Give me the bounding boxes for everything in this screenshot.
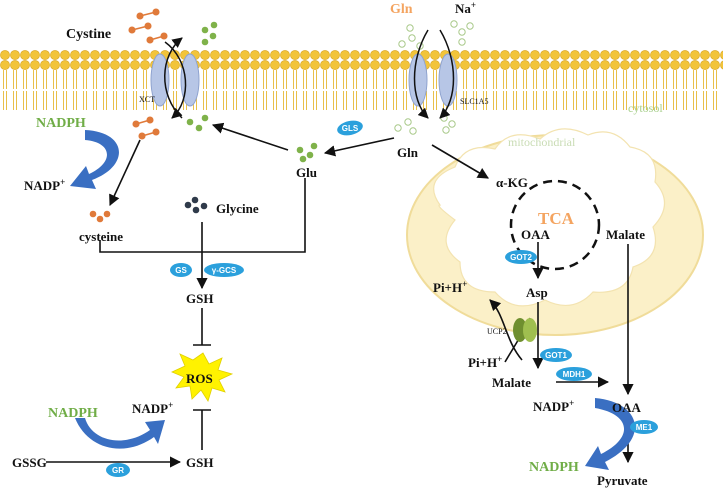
svg-text:GOT2: GOT2 — [510, 253, 532, 262]
label-ros: ROS — [186, 371, 213, 386]
enzyme-gs: GS — [170, 263, 192, 277]
svg-text:γ-GCS: γ-GCS — [212, 266, 237, 275]
svg-text:GLS: GLS — [342, 124, 359, 133]
svg-text:MDH1: MDH1 — [563, 370, 586, 379]
enzyme-got1: GOT1 — [540, 348, 572, 362]
label-nadph-right: NADPH — [529, 460, 579, 475]
cystine-molecules-extracellular — [128, 8, 168, 44]
gln-molecules-extracellular — [398, 24, 424, 50]
label-malate-mito: Malate — [606, 227, 645, 242]
label-na: Na+ — [455, 0, 476, 16]
cell-membrane — [0, 50, 723, 110]
label-glu: Glu — [296, 165, 317, 180]
label-nadph-bottom-left: NADPH — [48, 406, 98, 421]
na-molecules-extracellular — [450, 20, 474, 46]
enzyme-gcs: γ-GCS — [204, 263, 244, 277]
tca-cycle-circle — [509, 179, 601, 271]
label-glycine: Glycine — [216, 201, 259, 216]
enzyme-me1: ME1 — [630, 420, 658, 434]
svg-text:GOT1: GOT1 — [545, 351, 567, 360]
label-asp: Asp — [526, 285, 548, 300]
nadph-regeneration-arrow-bottom — [75, 418, 165, 449]
label-gln-extracellular: Gln — [390, 2, 413, 17]
label-gssg: GSSG — [12, 455, 47, 470]
label-cystine: Cystine — [66, 27, 111, 42]
label-pyruvate: Pyruvate — [597, 473, 648, 488]
enzyme-got2: GOT2 — [505, 250, 537, 264]
label-nadp-right: NADP+ — [533, 398, 574, 414]
glycine-molecules — [184, 196, 208, 214]
label-nadph-top: NADPH — [36, 116, 86, 131]
label-oaa-cytosol: OAA — [612, 400, 642, 415]
enzyme-gls: GLS — [337, 120, 363, 136]
label-mitochondrial: mitochondrial — [508, 135, 576, 149]
enzyme-mdh1: MDH1 — [556, 367, 592, 381]
label-pih-bottom: Pi+H+ — [468, 354, 502, 370]
glu-molecules-intracellular — [186, 114, 209, 132]
label-akg: α-KG — [496, 175, 528, 190]
label-oaa-mito: OAA — [521, 227, 551, 242]
na-molecules-intracellular — [440, 114, 456, 134]
transport-arrows — [164, 29, 455, 119]
svg-text:ME1: ME1 — [636, 423, 653, 432]
glu-molecules-extracellular — [201, 21, 218, 46]
label-cytosol: cytosol — [628, 101, 663, 115]
label-gln-cytosol: Gln — [397, 145, 419, 160]
glu-molecules-cytosol — [296, 142, 318, 163]
label-tca: TCA — [538, 209, 575, 228]
label-pih-top: Pi+H+ — [433, 279, 467, 295]
enzyme-gr: GR — [106, 463, 130, 477]
label-cysteine: cysteine — [79, 229, 123, 244]
mitochondrion — [406, 128, 704, 336]
label-ucp2: UCP2 — [487, 327, 507, 336]
label-slc1a5: SLC1A5 — [460, 97, 488, 106]
cysteine-molecules — [89, 210, 111, 223]
label-malate-cytosol: Malate — [492, 375, 531, 390]
nadph-regeneration-arrow-top — [70, 130, 119, 189]
nadph-regeneration-arrow-right — [585, 398, 635, 470]
svg-text:GS: GS — [175, 266, 187, 275]
label-xct: XCT — [139, 95, 155, 104]
label-nadp-bottom-left: NADP+ — [132, 400, 173, 416]
label-gsh-bottom: GSH — [186, 455, 213, 470]
ros-starburst-icon — [171, 352, 234, 402]
label-nadp-left: NADP+ — [24, 177, 65, 193]
svg-text:GR: GR — [112, 466, 124, 475]
label-gsh-top: GSH — [186, 291, 213, 306]
cystine-molecules-intracellular — [132, 116, 160, 140]
gln-molecules-intracellular — [394, 118, 417, 135]
ucp2-channel-icon — [513, 318, 537, 342]
